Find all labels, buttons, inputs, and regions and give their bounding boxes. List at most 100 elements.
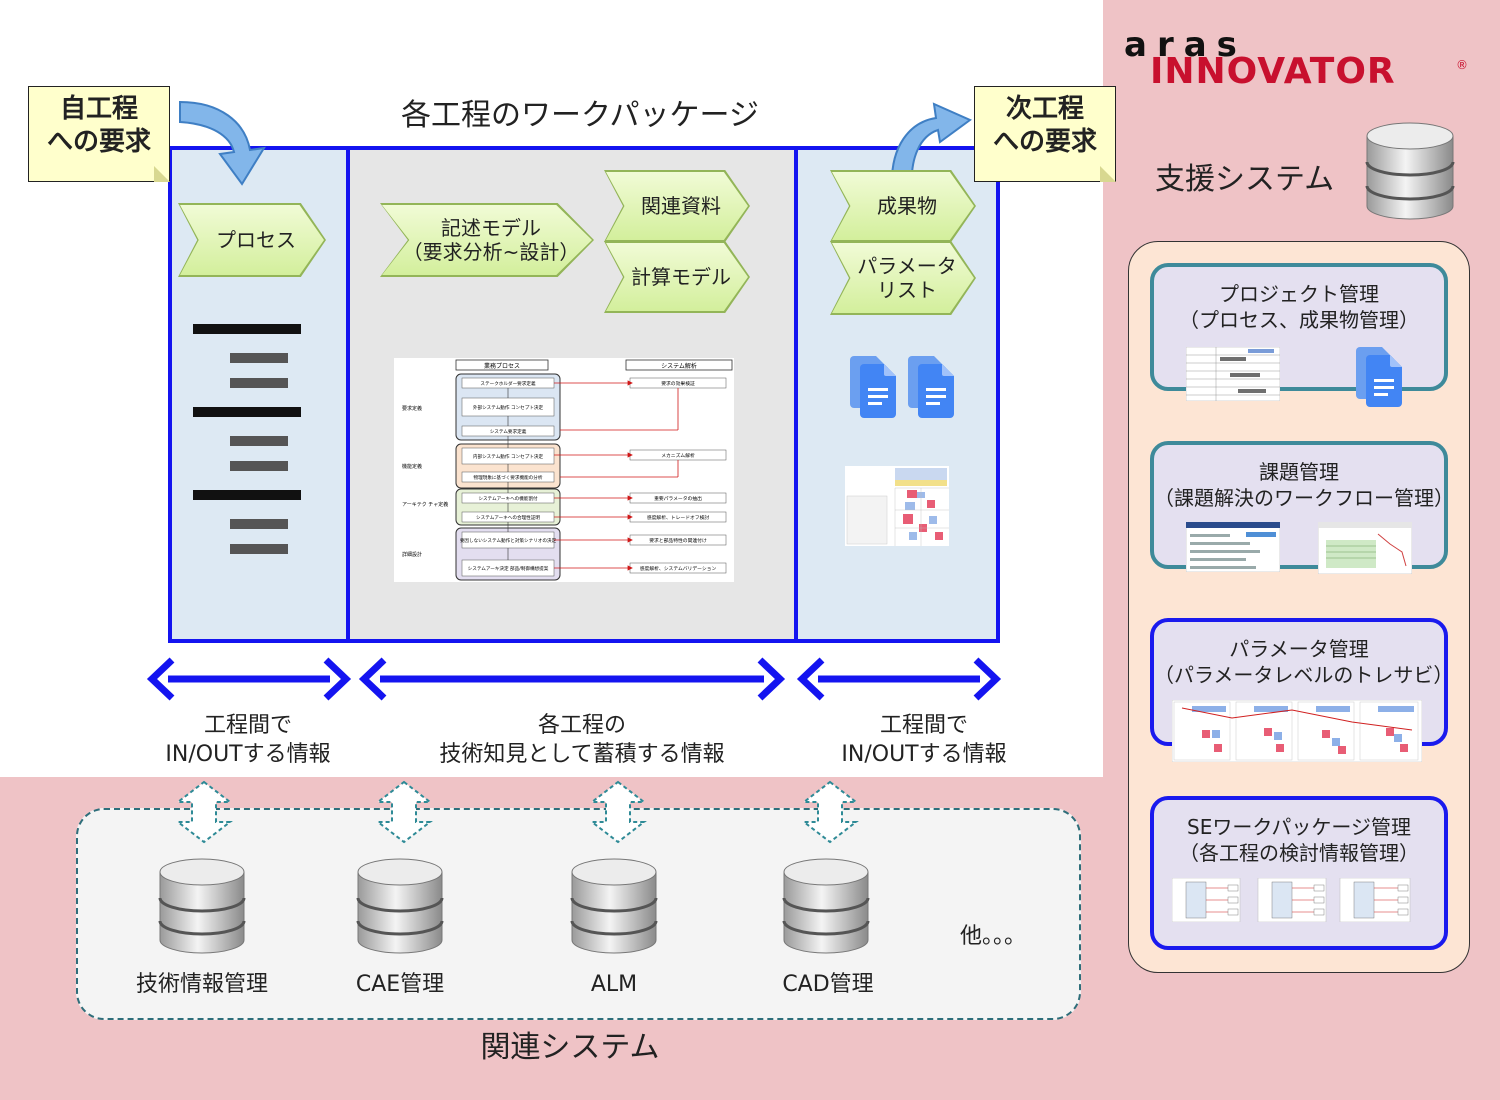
card-title: SEワークパッケージ管理 （各工程の検討情報管理） bbox=[1154, 814, 1444, 866]
note-own-process-requirements: 自工程 への要求 bbox=[28, 86, 170, 182]
double-arrow-icon bbox=[146, 657, 352, 701]
info-label-line: 各工程の bbox=[537, 713, 626, 738]
chevron-process: プロセス bbox=[178, 203, 326, 277]
curved-arrow-in-icon bbox=[179, 100, 266, 186]
innovator-logo-text: INNOVATOR bbox=[1150, 51, 1396, 92]
database-icon bbox=[158, 858, 246, 954]
dashed-updown-arrow-icon bbox=[175, 780, 233, 844]
info-label-line: IN/OUTする情報 bbox=[841, 742, 1007, 767]
info-label-left: 工程間で IN/OUTする情報 bbox=[128, 711, 368, 769]
flow-phase: 詳細設計 bbox=[402, 551, 422, 558]
note-line: 自工程 bbox=[59, 94, 138, 124]
chevron-label: 記述モデル （要求分析~設計） bbox=[380, 203, 594, 277]
info-label-mid: 各工程の 技術知見として蓄積する情報 bbox=[412, 711, 752, 769]
chevron-related-docs: 関連資料 bbox=[604, 170, 750, 242]
document-icon bbox=[908, 356, 954, 418]
note-line: 次工程 bbox=[1005, 94, 1084, 124]
card-title-line: （課題解決のワークフロー管理） bbox=[1154, 486, 1454, 510]
chevron-label: パラメータ リスト bbox=[830, 241, 976, 315]
card-title: 課題管理 （課題解決のワークフロー管理） bbox=[1154, 459, 1454, 511]
related-system-label: CAE管理 bbox=[355, 972, 445, 997]
flow-col-header: システム解析 bbox=[661, 362, 697, 370]
related-system-label: ALM bbox=[590, 972, 638, 997]
related-system-label: 技術情報管理 bbox=[135, 972, 268, 997]
info-label-right: 工程間で IN/OUTする情報 bbox=[804, 711, 1044, 769]
support-system-title: 支援システム bbox=[1155, 162, 1335, 197]
curved-arrow-out-icon bbox=[890, 102, 972, 189]
process-sub-bar bbox=[230, 353, 288, 363]
flow-step: システムアーキへの合理性証明 bbox=[476, 514, 540, 521]
note-fold bbox=[1100, 166, 1116, 182]
flow-step: 内部システム動作 コンセプト決定 bbox=[473, 453, 544, 460]
flow-phase: アーキテク チャ定義 bbox=[402, 501, 448, 508]
card-title-line: 課題管理 bbox=[1259, 460, 1339, 484]
card-issue-management: 課題管理 （課題解決のワークフロー管理） bbox=[1150, 441, 1454, 569]
chevron-label: 成果物 bbox=[877, 194, 937, 218]
chevron-label: プロセス bbox=[216, 228, 296, 252]
double-arrow-icon bbox=[358, 657, 786, 701]
card-title-line: （各工程の検討情報管理） bbox=[1179, 841, 1419, 865]
note-line: への要求 bbox=[992, 127, 1097, 157]
note-fold bbox=[154, 166, 170, 182]
database-icon bbox=[356, 858, 444, 954]
note-line: への要求 bbox=[46, 127, 151, 157]
dashed-updown-arrow-icon bbox=[589, 780, 647, 844]
flow-step: 外部システム動作 コンセプト決定 bbox=[473, 404, 544, 411]
dashed-updown-arrow-icon bbox=[801, 780, 859, 844]
chevron-label-line: （要求分析~設計） bbox=[402, 240, 580, 264]
document-icon bbox=[850, 356, 896, 418]
document-icon bbox=[1356, 347, 1402, 407]
etc-label: 他。。。 bbox=[960, 924, 1027, 949]
chevron-label-line: 記述モデル bbox=[440, 216, 541, 240]
flow-analysis: 感度解析、トレードオフ検討 bbox=[647, 514, 710, 521]
flow-step: 要因しないシステム動作と対策シナリオの決定 bbox=[460, 537, 557, 544]
info-label-line: 工程間で bbox=[879, 713, 968, 738]
chevron-label: 関連資料 bbox=[641, 194, 721, 218]
database-icon bbox=[1365, 122, 1455, 220]
info-label-line: 工程間で bbox=[203, 713, 292, 738]
process-sub-bar bbox=[230, 378, 288, 388]
process-sub-bar bbox=[230, 461, 288, 471]
database-icon bbox=[782, 858, 870, 954]
parameter-matrix-thumbnail bbox=[845, 466, 949, 546]
process-sub-bar bbox=[230, 436, 288, 446]
flow-analysis: 感度解析、システムバリデーション bbox=[640, 565, 717, 572]
database-icon bbox=[570, 858, 658, 954]
flow-col-header: 業務プロセス bbox=[484, 362, 520, 370]
workpackage-thumbnails bbox=[1172, 878, 1411, 922]
chevron-deliverable: 成果物 bbox=[830, 170, 976, 242]
process-flowchart-thumbnail: 業務プロセス システム解析 要求定義 機能定義 アーキテク チャ定義 詳細設計 … bbox=[394, 358, 734, 582]
process-sub-bar bbox=[230, 544, 288, 554]
registered-mark: ® bbox=[1456, 58, 1468, 72]
process-bar bbox=[193, 324, 301, 334]
related-systems-title: 関連システム bbox=[480, 1030, 660, 1065]
card-title-line: （プロセス、成果物管理） bbox=[1179, 308, 1419, 332]
info-label-line: IN/OUTする情報 bbox=[165, 742, 331, 767]
chevron-label-line: リスト bbox=[877, 278, 937, 302]
card-title-line: （パラメータレベルのトレサビ） bbox=[1154, 663, 1454, 687]
chevron-label-line: パラメータ bbox=[857, 254, 957, 278]
flow-analysis: 要求と部品特性の関連付け bbox=[649, 537, 707, 544]
card-title-line: プロジェクト管理 bbox=[1219, 282, 1379, 306]
chevron-label: 計算モデル bbox=[631, 265, 731, 289]
flow-step: 物理現象に基づく要求機能の分析 bbox=[474, 474, 543, 481]
chevron-calc-model: 計算モデル bbox=[604, 241, 750, 313]
gantt-thumbnail bbox=[1186, 347, 1280, 401]
aras-logo-text: aras bbox=[1124, 25, 1247, 65]
flow-phase: 要求定義 bbox=[402, 405, 422, 412]
dashed-updown-arrow-icon bbox=[375, 780, 433, 844]
flow-step: システム要求定義 bbox=[490, 428, 527, 435]
card-title: パラメータ管理 （パラメータレベルのトレサビ） bbox=[1154, 636, 1454, 688]
workflow-thumbnail bbox=[1318, 522, 1412, 574]
double-arrow-icon bbox=[796, 657, 1002, 701]
flow-step: ステークホルダー要求定義 bbox=[480, 380, 536, 387]
flow-analysis: メカニズム解析 bbox=[661, 452, 695, 459]
card-se-workpackage-management: SEワークパッケージ管理 （各工程の検討情報管理） bbox=[1150, 796, 1448, 950]
related-system-label: CAD管理 bbox=[782, 972, 874, 997]
issue-list-thumbnail bbox=[1186, 522, 1280, 572]
process-bar bbox=[193, 407, 301, 417]
traceability-thumbnail bbox=[1172, 700, 1422, 762]
card-title: プロジェクト管理 （プロセス、成果物管理） bbox=[1154, 281, 1444, 333]
info-label-line: 技術知見として蓄積する情報 bbox=[439, 742, 725, 767]
process-bar bbox=[193, 490, 301, 500]
